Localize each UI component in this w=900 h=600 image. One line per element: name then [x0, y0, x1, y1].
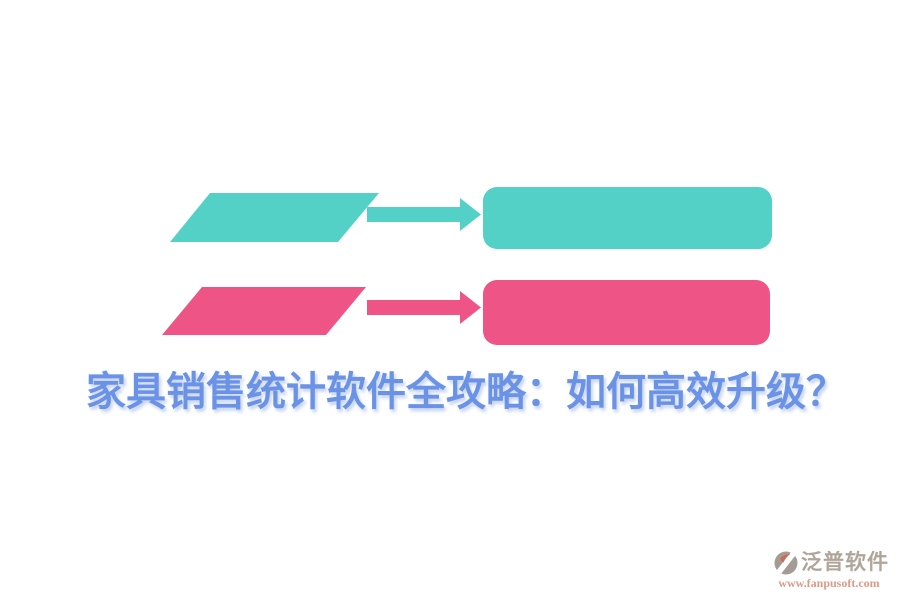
page-title: 家具销售统计软件全攻略：如何高效升级？ — [86, 370, 846, 414]
rounded-rect-shape-2 — [483, 280, 770, 345]
parallelogram-shape-1 — [170, 193, 379, 242]
watermark-url-text: www.fanpusoft.com — [778, 576, 880, 590]
right-arrow-icon-1 — [367, 198, 481, 231]
fanpu-logo-icon — [773, 550, 799, 576]
rounded-rect-shape-1 — [483, 187, 772, 249]
watermark-brand-text: 泛普软件 — [801, 551, 889, 574]
flow-row-2 — [162, 280, 770, 345]
right-arrow-icon-2 — [367, 291, 481, 324]
brand-row: 泛普软件 — [773, 550, 889, 576]
parallelogram-shape-2 — [162, 287, 366, 335]
brand-watermark: 泛普软件 www.fanpusoft.com — [770, 550, 894, 594]
flow-row-1 — [170, 187, 772, 249]
